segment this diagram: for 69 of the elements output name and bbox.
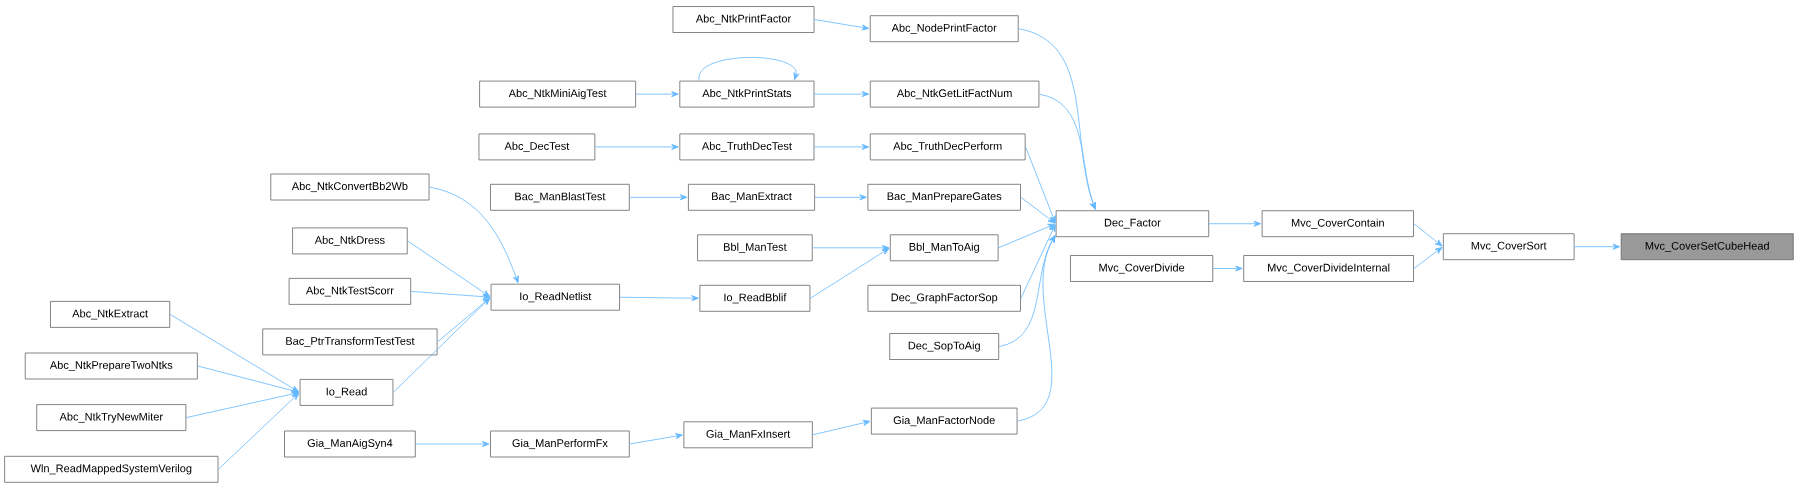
function-box: Dec_Factor	[1055, 210, 1210, 238]
arrow	[1025, 146, 1056, 224]
arrow	[812, 419, 871, 436]
function-box: Bac_PtrTransformTestTest	[262, 328, 438, 356]
arrow	[1212, 265, 1243, 272]
arrow	[392, 297, 491, 393]
arrow	[812, 244, 890, 251]
arrow	[185, 391, 299, 418]
function-box: Abc_NtkPrintFactor	[672, 6, 815, 33]
function-box: Abc_NtkMiniAigTest	[479, 80, 636, 108]
arrow	[1038, 93, 1096, 210]
arrow	[415, 441, 490, 447]
arrow	[629, 433, 683, 445]
arrow	[814, 19, 870, 31]
function-box: Wln_ReadMappedSystemVerilog	[4, 455, 219, 483]
arrow	[998, 223, 1056, 249]
arrow	[169, 314, 300, 393]
function-box: Gia_ManPerformFx	[490, 430, 630, 458]
arrow	[429, 186, 519, 284]
function-box: Bbl_ManToAig	[889, 234, 999, 262]
function-box: Io_Read	[299, 379, 394, 406]
arrow	[594, 143, 679, 150]
function-box: Bac_ManBlastTest	[490, 183, 630, 211]
function-box: Dec_SopToAig	[889, 333, 1000, 360]
function-box: Io_ReadNetlist	[490, 283, 620, 311]
function-box: Io_ReadBblif	[699, 284, 811, 312]
arrow	[1413, 246, 1443, 269]
function-box: Bac_ManExtract	[688, 183, 815, 211]
function-box: Gia_ManFactorNode	[870, 407, 1018, 435]
function-box: Gia_ManFxInsert	[683, 421, 813, 449]
arrow	[629, 194, 688, 201]
arrow	[197, 365, 299, 394]
function-box: Mvc_CoverSetCubeHead	[1620, 233, 1794, 261]
arrow	[1208, 220, 1261, 227]
arrow	[699, 57, 800, 82]
arrow	[814, 91, 870, 98]
function-box: Abc_NtkDress	[292, 227, 408, 255]
function-box: Abc_NtkPrepareTwoNtks	[24, 352, 198, 380]
arrow	[814, 194, 867, 201]
function-box: Abc_TruthDecTest	[679, 133, 815, 161]
function-box: Mvc_CoverDivide	[1070, 255, 1214, 282]
function-box: Abc_DecTest	[478, 133, 596, 161]
arrow	[1020, 224, 1056, 299]
function-box: Abc_NtkExtract	[50, 301, 171, 328]
arrow	[1020, 196, 1056, 224]
function-box: Abc_TruthDecPerform	[869, 133, 1026, 161]
function-box: Abc_NtkTestScorr	[288, 278, 412, 305]
function-box: Mvc_CoverSort	[1442, 233, 1575, 261]
function-box: Abc_NodePrintFactor	[869, 15, 1019, 43]
function-box: Bac_ManPrepareGates	[867, 183, 1021, 211]
arrow	[809, 248, 890, 299]
function-box: Abc_NtkGetLitFactNum	[869, 80, 1040, 108]
arrow	[218, 392, 300, 470]
function-box: Abc_NtkTryNewMiter	[36, 404, 187, 431]
function-box: Abc_NtkConvertBb2Wb	[270, 173, 430, 201]
arrow	[407, 240, 491, 297]
function-box: Bbl_ManTest	[697, 234, 813, 262]
arrow	[619, 295, 699, 302]
function-box: Mvc_CoverDivideInternal	[1243, 255, 1414, 282]
arrow	[635, 91, 679, 98]
arrow	[814, 143, 870, 150]
arrow	[1413, 223, 1443, 247]
arrow	[410, 291, 490, 300]
arrow	[1017, 235, 1056, 422]
function-box: Dec_GraphFactorSop	[867, 284, 1021, 312]
arrow	[1574, 243, 1621, 250]
function-box: Abc_NtkPrintStats	[679, 80, 815, 108]
function-box: Mvc_CoverContain	[1261, 210, 1414, 238]
function-box: Gia_ManAigSyn4	[284, 430, 416, 458]
